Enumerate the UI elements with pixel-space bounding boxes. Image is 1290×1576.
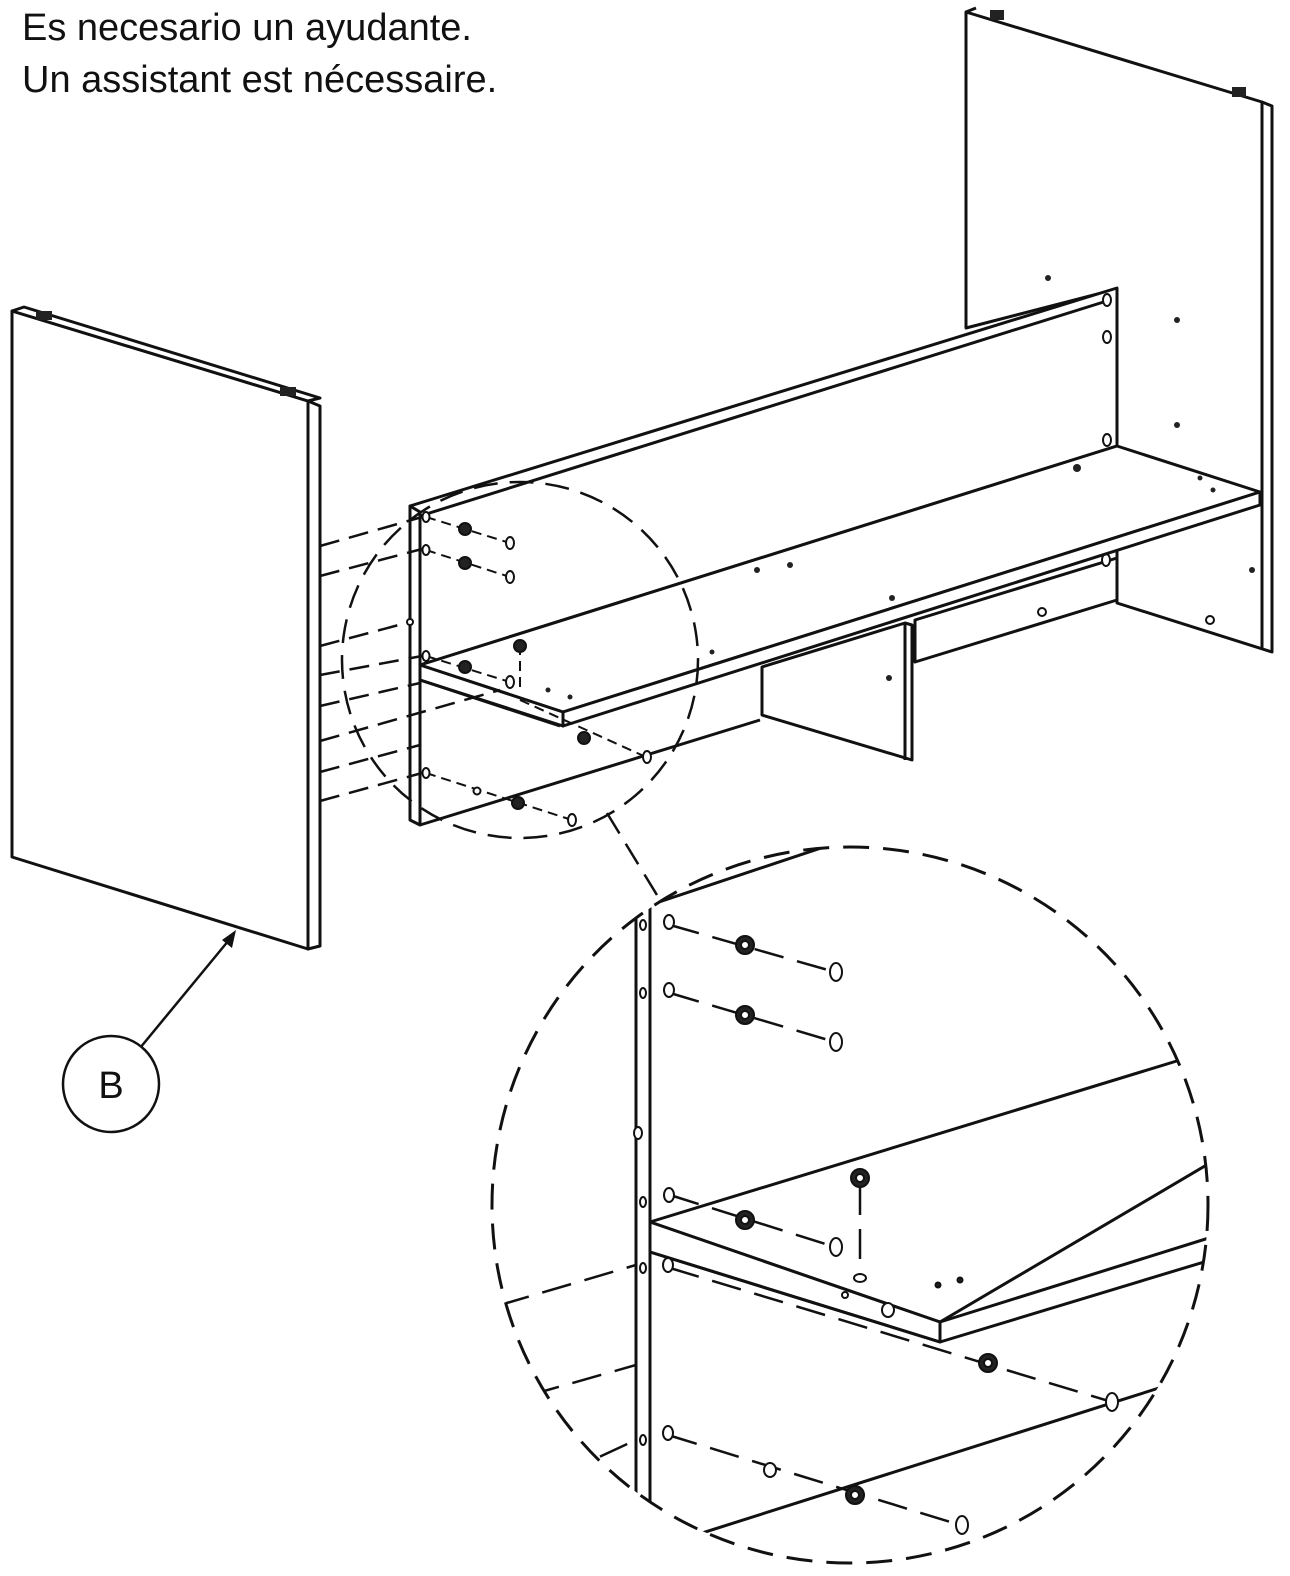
detail-marker-circle: [340, 480, 700, 901]
callout-circle: [61, 1034, 161, 1134]
side-panel-b: [10, 305, 322, 951]
connector-fittings: [406, 511, 652, 827]
callout-label: B: [98, 1065, 123, 1107]
middle-shelf: [418, 444, 1262, 728]
detail-enlargement: [490, 845, 1210, 1565]
instruction-french: Un assistant est nécessaire.: [22, 59, 498, 101]
assembly-guide-lines: [319, 515, 501, 803]
instruction-spanish: Es necesario un ayudante.: [22, 7, 472, 49]
lower-divider: [419, 553, 1119, 827]
detail-view-circle: [490, 845, 1210, 1565]
part-callout-b: B: [61, 930, 236, 1134]
